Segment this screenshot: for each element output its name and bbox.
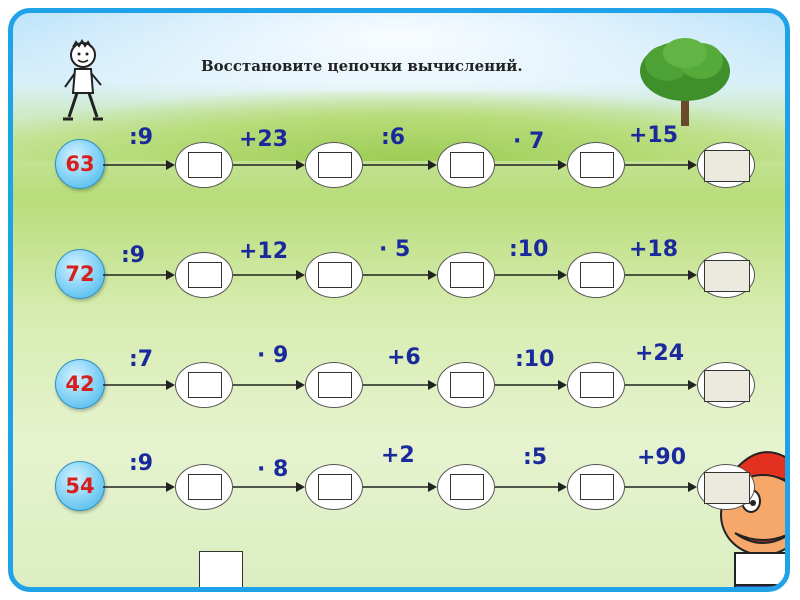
arrow-icon [495,380,567,390]
step-input[interactable] [188,262,222,288]
operation-label: · 7 [513,129,545,154]
step-node [305,252,363,298]
step-input[interactable] [188,152,222,178]
step-input[interactable] [188,372,222,398]
operation-label: · 5 [379,237,411,262]
walking-boy-icon [63,39,103,121]
result-input[interactable] [704,472,750,504]
arrow-icon [495,270,567,280]
arrow-icon [103,270,175,280]
arrow-icon [495,482,567,492]
arrow-icon [103,380,175,390]
operation-label: · 8 [257,457,289,482]
page-title: Восстановите цепочки вычислений. [201,57,523,75]
step-input[interactable] [580,152,614,178]
operation-label: :10 [515,347,555,372]
operation-label: +23 [239,127,289,152]
result-node [697,142,755,188]
arrow-icon [103,482,175,492]
result-node [697,362,755,408]
start-number: 42 [55,359,105,409]
step-node [567,142,625,188]
operation-label: :5 [523,445,548,470]
operation-label: +2 [381,443,415,468]
arrow-icon [625,160,697,170]
step-input[interactable] [580,474,614,500]
operation-label: +90 [637,445,687,470]
start-number: 63 [55,139,105,189]
step-node [437,362,495,408]
result-input[interactable] [704,370,750,402]
step-node [175,252,233,298]
step-input[interactable] [318,262,352,288]
arrow-icon [363,270,437,280]
step-input[interactable] [318,474,352,500]
step-input[interactable] [450,262,484,288]
step-input[interactable] [188,474,222,500]
step-node [437,464,495,510]
step-input[interactable] [450,372,484,398]
slide-frame: Восстановите цепочки вычислений. 63 :9 +23… [8,8,790,592]
answer-box[interactable] [199,551,243,587]
step-node [567,362,625,408]
operation-label: +15 [629,123,679,148]
arrow-icon [233,270,305,280]
result-node [697,252,755,298]
operation-label: +24 [635,341,685,366]
step-node [567,464,625,510]
step-input[interactable] [450,474,484,500]
result-input[interactable] [704,260,750,292]
operation-label: :6 [381,125,406,150]
arrow-icon [625,380,697,390]
step-node [437,142,495,188]
start-number: 72 [55,249,105,299]
step-node [175,362,233,408]
operation-label: :9 [121,243,146,268]
operation-label: · 9 [257,343,289,368]
step-input[interactable] [318,372,352,398]
arrow-icon [233,160,305,170]
step-node [175,464,233,510]
step-node [305,464,363,510]
arrow-icon [495,160,567,170]
step-node [305,142,363,188]
operation-label: +6 [387,345,421,370]
step-input[interactable] [318,152,352,178]
step-input[interactable] [450,152,484,178]
operation-label: :7 [129,347,154,372]
operation-label: :10 [509,237,549,262]
step-node [305,362,363,408]
step-node [437,252,495,298]
step-node [567,252,625,298]
result-input[interactable] [704,150,750,182]
operation-label: +12 [239,239,289,264]
step-node [175,142,233,188]
start-number: 54 [55,461,105,511]
arrow-icon [363,482,437,492]
operation-label: :9 [129,451,154,476]
arrow-icon [625,270,697,280]
result-node [697,464,755,510]
arrow-icon [233,380,305,390]
arrow-icon [363,380,437,390]
step-input[interactable] [580,372,614,398]
operation-label: +18 [629,237,679,262]
hill-background [13,91,785,161]
tree-icon [640,38,730,126]
arrow-icon [363,160,437,170]
step-input[interactable] [580,262,614,288]
arrow-icon [103,160,175,170]
operation-label: :9 [129,125,154,150]
arrow-icon [233,482,305,492]
arrow-icon [625,482,697,492]
